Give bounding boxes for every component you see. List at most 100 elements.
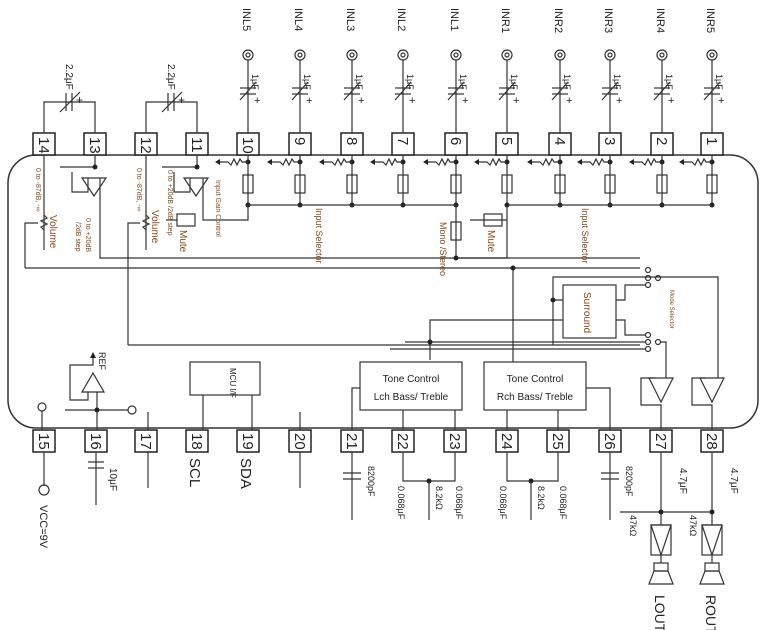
tone-cap-label: 0.068μF: [498, 486, 508, 520]
rout-label: ROUT: [703, 595, 719, 630]
pin-8: 8: [340, 132, 364, 156]
input-selector-bus: Input Selector Mono /Stereo Mute Input S…: [248, 204, 712, 276]
tone-control-lch: Tone Control Lch Bass/ Treble: [351, 361, 463, 430]
gain-cap-plus: +: [178, 93, 185, 107]
pin-20: 20: [288, 429, 312, 453]
pin-13: 13: [83, 132, 107, 156]
input-cap-plus: +: [718, 95, 724, 107]
input-inr3: INR3 1μF +: [577, 8, 622, 208]
pin-16: 16: [84, 429, 108, 453]
mcu-label: MCU I/F: [228, 368, 237, 398]
pin-number: 23: [446, 433, 463, 450]
pin-number: 27: [652, 433, 669, 450]
tone-res-label: 8.2kΩ: [434, 486, 444, 510]
gain-cap-value: 2.2μF: [165, 64, 176, 90]
vcc-label: VCC=9V: [37, 505, 49, 549]
pin-6: 6: [444, 132, 468, 156]
input-cap-label: 1μF: [458, 74, 468, 90]
pin-number: 10: [239, 137, 256, 154]
surround-block: Surround Mode Selector: [390, 265, 719, 378]
pin-number: 22: [394, 433, 411, 450]
scl-label: SCL: [186, 458, 203, 487]
pin-number: 1: [703, 137, 720, 145]
input-cap-label: 1μF: [612, 74, 622, 90]
pin-number: 28: [703, 433, 720, 450]
gain-range-label: 0 to +20dB: [84, 218, 91, 252]
ref-amp: REF: [37, 352, 301, 430]
input-jack-icon: [706, 49, 718, 61]
input-jack-icon: [346, 49, 358, 61]
input-label: INL3: [344, 8, 356, 31]
pin-number: 3: [601, 137, 618, 145]
mute-label: Mute: [177, 230, 188, 253]
input-label: INL1: [448, 8, 460, 31]
input-cap-label: 1μF: [714, 74, 724, 90]
input-cap-label: 1μF: [302, 74, 312, 90]
pin-25: 25: [546, 429, 570, 453]
pin-5: 5: [495, 132, 519, 156]
pin-number: 25: [549, 433, 566, 450]
input-selector-label: Input Selector: [580, 208, 590, 264]
out-cap-label: 4.7μF: [728, 468, 739, 494]
pin-number: 18: [188, 433, 205, 450]
gain-cap-value: 2.2μF: [63, 64, 74, 90]
pin-19: 19: [236, 429, 260, 453]
pin-number: 5: [498, 137, 515, 145]
out-cap-label: 4.7μF: [677, 468, 688, 494]
gain-amp-r: [162, 155, 249, 227]
pin-14: 14: [32, 132, 56, 156]
input-cap-plus: +: [409, 95, 415, 107]
input-cap-label: 1μF: [250, 74, 260, 90]
speaker-icon: [699, 562, 725, 585]
pin-number: 6: [447, 137, 464, 145]
surround-label: Surround: [581, 292, 592, 333]
rch-label: Rch Bass/ Treble: [497, 392, 574, 403]
input-cap-plus: +: [254, 95, 260, 107]
out-res-label: 47kΩ: [628, 515, 638, 537]
gain-cap-plus: +: [76, 93, 83, 107]
input-jack-icon: [397, 49, 409, 61]
input-label: INL2: [395, 8, 407, 31]
pin-number: 15: [35, 433, 52, 450]
pin-2: 2: [650, 132, 674, 156]
input-jack-icon: [656, 49, 668, 61]
input-jack-icon: [294, 49, 306, 61]
input-jack-icon: [501, 49, 513, 61]
gain-range-full-label: 0 to +20dB /2dB step: [166, 170, 173, 236]
pin-9: 9: [288, 132, 312, 156]
input-jack-icon: [604, 49, 616, 61]
pin-1: 1: [700, 132, 724, 156]
input-label: INR3: [602, 8, 614, 33]
sda-label: SDA: [237, 458, 254, 489]
gain-cap-12-11: 2.2μF +: [145, 64, 198, 133]
input-cap-label: 1μF: [509, 74, 519, 90]
ref-label: REF: [97, 352, 107, 371]
speaker-icon: [648, 562, 674, 585]
output-buffers: [640, 377, 725, 430]
input-label: INR4: [654, 8, 666, 33]
input-cap-plus: +: [668, 95, 674, 107]
pin-number: 2: [653, 137, 670, 145]
input-label: INR5: [704, 8, 716, 33]
input-cap-plus: +: [616, 95, 622, 107]
filter-cap-label: 8200pF: [624, 466, 634, 497]
pin-number: 21: [343, 433, 360, 450]
gain-step-label: /2dB step: [74, 222, 81, 252]
gain-cap-14-13: 2.2μF +: [43, 64, 96, 133]
volume-range-label: 0 to -87dB, -∞: [34, 168, 41, 212]
input-selector-label: Input Selector: [314, 208, 324, 264]
pin-21: 21: [340, 429, 364, 453]
volume-label: Volume: [149, 210, 160, 244]
tone-res-label: 8.2kΩ: [536, 486, 546, 510]
pin-12: 12: [134, 132, 158, 156]
pin-28: 28: [700, 429, 724, 453]
tone-cap-label: 0.068μF: [558, 486, 568, 520]
input-jack-icon: [450, 49, 462, 61]
